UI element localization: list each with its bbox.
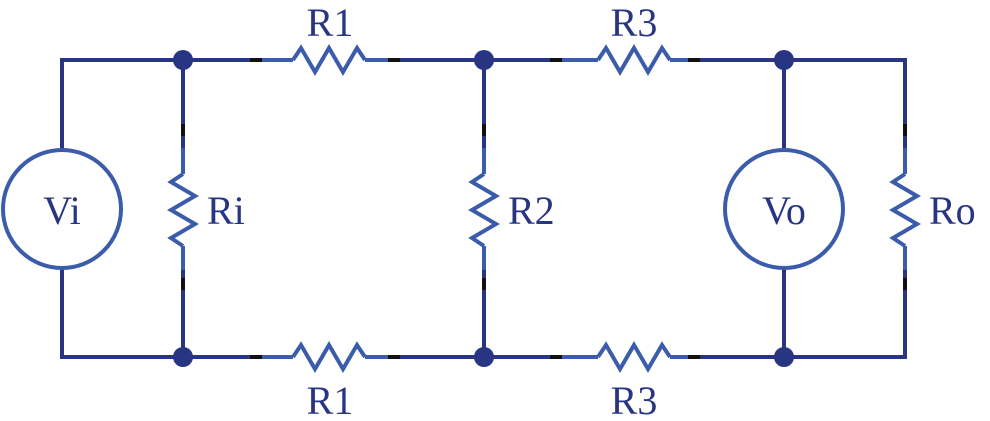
resistor-r1-bottom xyxy=(250,341,400,373)
node-top-right xyxy=(774,50,794,70)
node-bottom-right xyxy=(774,347,794,367)
label-vi: Vi xyxy=(43,188,81,233)
resistor-r2 xyxy=(468,124,500,290)
resistor-r3-top xyxy=(550,44,700,76)
label-r1-top: R1 xyxy=(307,0,354,45)
label-r3-bottom: R3 xyxy=(611,378,658,421)
source-vi xyxy=(1,148,123,270)
label-ro: Ro xyxy=(929,188,976,233)
label-r2: R2 xyxy=(508,188,555,233)
node-top-mid xyxy=(474,50,494,70)
junction-nodes xyxy=(173,50,794,367)
node-bottom-mid xyxy=(474,347,494,367)
node-top-left xyxy=(173,50,193,70)
resistor-r3-bottom xyxy=(550,341,700,373)
resistor-r1-top xyxy=(250,44,400,76)
label-vo: Vo xyxy=(762,188,806,233)
label-ri: Ri xyxy=(207,188,245,233)
resistor-ro xyxy=(889,124,921,290)
meter-vo xyxy=(723,148,845,270)
label-r3-top: R3 xyxy=(611,0,658,45)
label-r1-bottom: R1 xyxy=(307,378,354,421)
resistor-ri xyxy=(167,124,199,290)
node-bottom-left xyxy=(173,347,193,367)
